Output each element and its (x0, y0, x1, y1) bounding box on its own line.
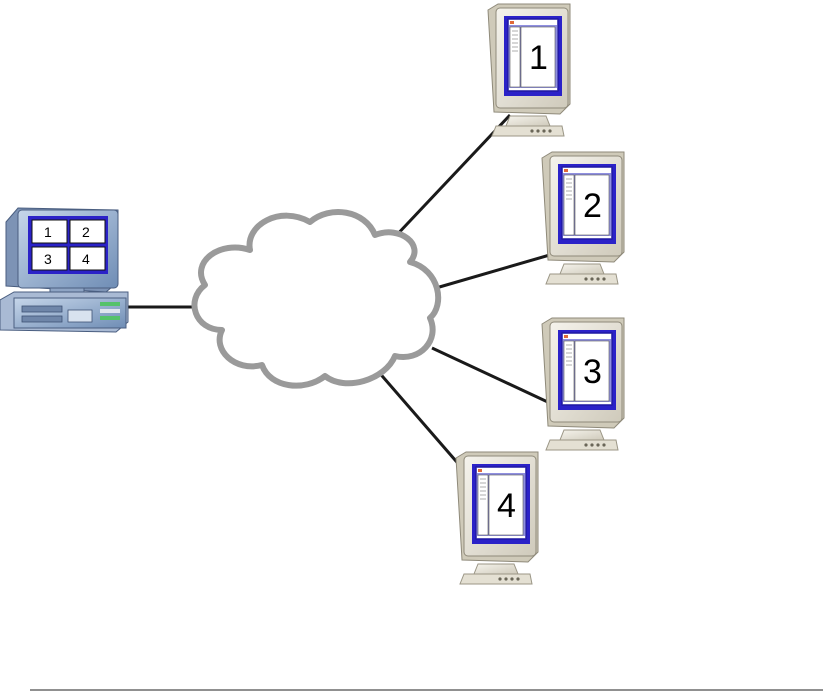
viewer-pane-label-3: 3 (44, 251, 52, 267)
client-monitor-4: 4 (456, 452, 538, 584)
client-monitor-1: 1 (488, 4, 570, 136)
client-label-4: 4 (497, 487, 516, 525)
link-cloud-client-1 (392, 115, 510, 240)
client-label-2: 2 (583, 187, 602, 225)
client-monitor-2: 2 (542, 152, 624, 284)
viewer-pane-label-1: 1 (44, 224, 52, 240)
link-cloud-client-3 (432, 348, 552, 404)
link-cloud-client-2 (436, 254, 553, 288)
link-cloud-client-4 (370, 362, 462, 468)
viewer-pane-label-4: 4 (82, 251, 90, 267)
viewer-pane-label-2: 2 (82, 224, 90, 240)
viewer-workstation: 1 2 3 4 (0, 208, 128, 332)
network-cloud (194, 212, 438, 386)
client-label-1: 1 (529, 39, 548, 77)
client-monitor-3: 3 (542, 318, 624, 450)
client-label-3: 3 (583, 353, 602, 391)
